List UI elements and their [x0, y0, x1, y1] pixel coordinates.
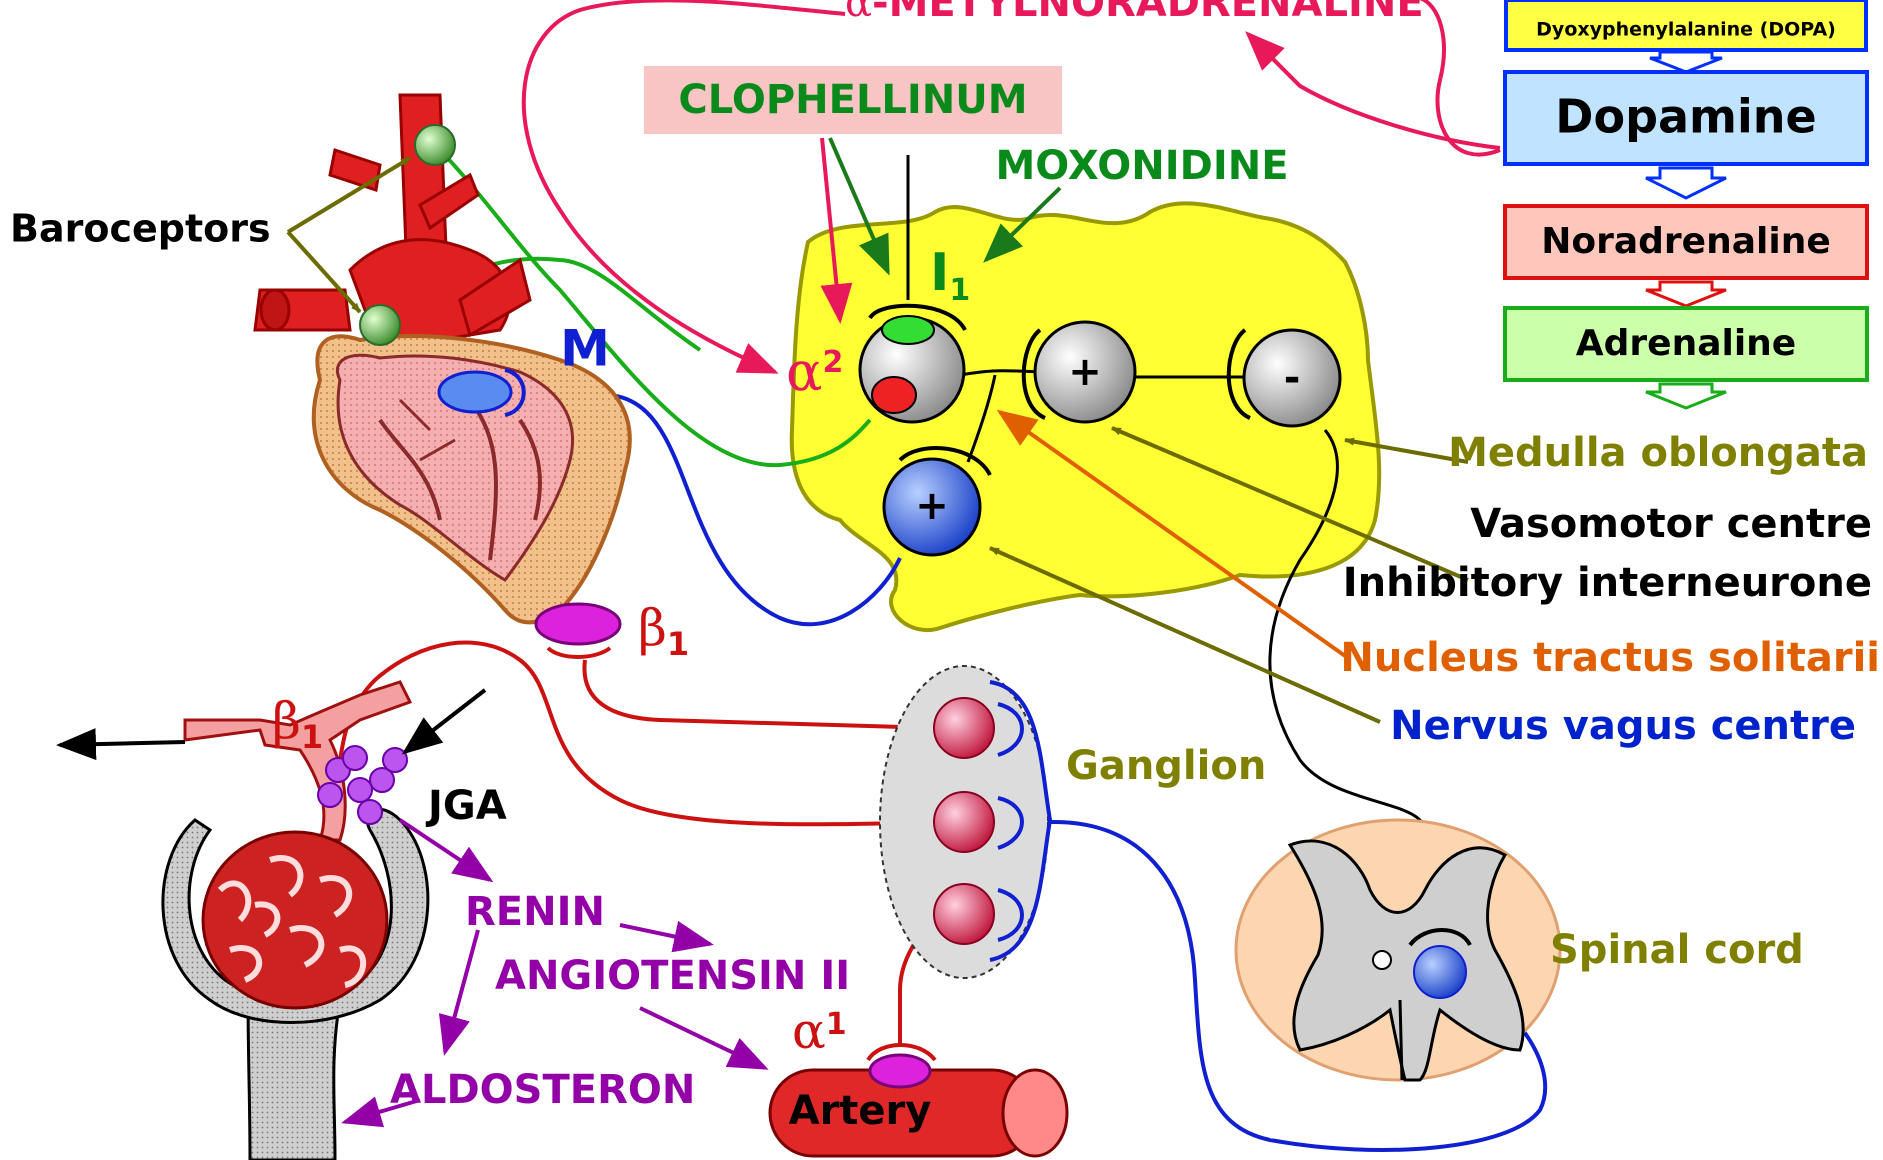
arrow-dopa-dopamine — [1650, 52, 1722, 72]
ganglion-neuron-1 — [934, 698, 994, 758]
vasomotor-label: Vasomotor centre — [1470, 501, 1872, 547]
jga-label: JGA — [425, 783, 507, 829]
renin-label: RENIN — [465, 889, 605, 935]
beta1-heart-label: β1 — [638, 599, 689, 663]
dopamine-label: Dopamine — [1555, 90, 1816, 144]
alpha2-receptor — [872, 377, 916, 413]
beta1-heart-cap — [548, 648, 610, 657]
beta1-kidney-label: β1 — [272, 692, 323, 756]
moxonidine-label: MOXONIDINE — [995, 143, 1288, 189]
angiotensin-label: ANGIOTENSIN II — [495, 953, 850, 999]
m-label: M — [560, 320, 610, 378]
clophellinum-label: CLOPHELLINUM — [678, 77, 1027, 123]
arrow-dopamine-noradrenaline — [1646, 168, 1726, 198]
spinal-neuron — [1414, 946, 1466, 998]
ganglion-neuron-3 — [934, 884, 994, 944]
arrow-adrenaline-out — [1646, 384, 1726, 408]
metylnoradrenaline-label: α-METYLNORADRENALINE — [845, 0, 1424, 26]
i1-receptor — [882, 316, 934, 344]
adrenaline-label: Adrenaline — [1576, 323, 1796, 364]
arrow-noradrenaline-adrenaline — [1646, 282, 1726, 306]
dopa-label: Dyoxyphenylalanine (DOPA) — [1536, 19, 1836, 41]
kidney-inflow-arrow — [405, 690, 485, 752]
excitatory-sign: + — [1068, 349, 1102, 395]
renin-to-angiotensin-arrow — [620, 925, 710, 944]
spinal-cord-icon — [1236, 820, 1560, 1080]
m-receptor — [439, 372, 511, 412]
inhibitory-label: Inhibitory interneurone — [1343, 560, 1872, 606]
renin-to-aldosteron-arrow — [445, 930, 478, 1052]
baroceptor-carotid — [360, 305, 400, 345]
nts-label: Nucleus tractus solitarii — [1340, 635, 1880, 681]
dopamine-to-metyl-line — [1420, 0, 1500, 155]
artery-label: Artery — [789, 1088, 932, 1134]
baroceptors-label: Baroceptors — [10, 207, 271, 251]
vagus-sign: + — [915, 483, 949, 529]
noradrenaline-label: Noradrenaline — [1541, 221, 1831, 262]
medulla-label: Medulla oblongata — [1448, 430, 1868, 476]
alpha1-label: α1 — [792, 1002, 847, 1060]
biosynthesis-chain: Dyoxyphenylalanine (DOPA) Dopamine Norad… — [1505, 0, 1867, 408]
inhibitory-sign: - — [1284, 355, 1301, 401]
aldosteron-label: ALDOSTERON — [390, 1067, 695, 1113]
ganglion-label: Ganglion — [1066, 743, 1266, 789]
ganglion-to-heart — [584, 660, 938, 728]
spinal-label: Spinal cord — [1550, 927, 1804, 973]
kidney-outflow-arrow — [60, 742, 185, 745]
alpha1-receptor — [870, 1055, 930, 1087]
dopamine-to-metyl-arrow — [1248, 34, 1500, 148]
ganglion-neuron-2 — [934, 792, 994, 852]
vagus-label: Nervus vagus centre — [1390, 703, 1856, 749]
angiotensin-to-artery-arrow — [640, 1008, 765, 1068]
baroceptor-aortic — [415, 125, 455, 165]
beta1-heart-receptor — [536, 604, 620, 644]
